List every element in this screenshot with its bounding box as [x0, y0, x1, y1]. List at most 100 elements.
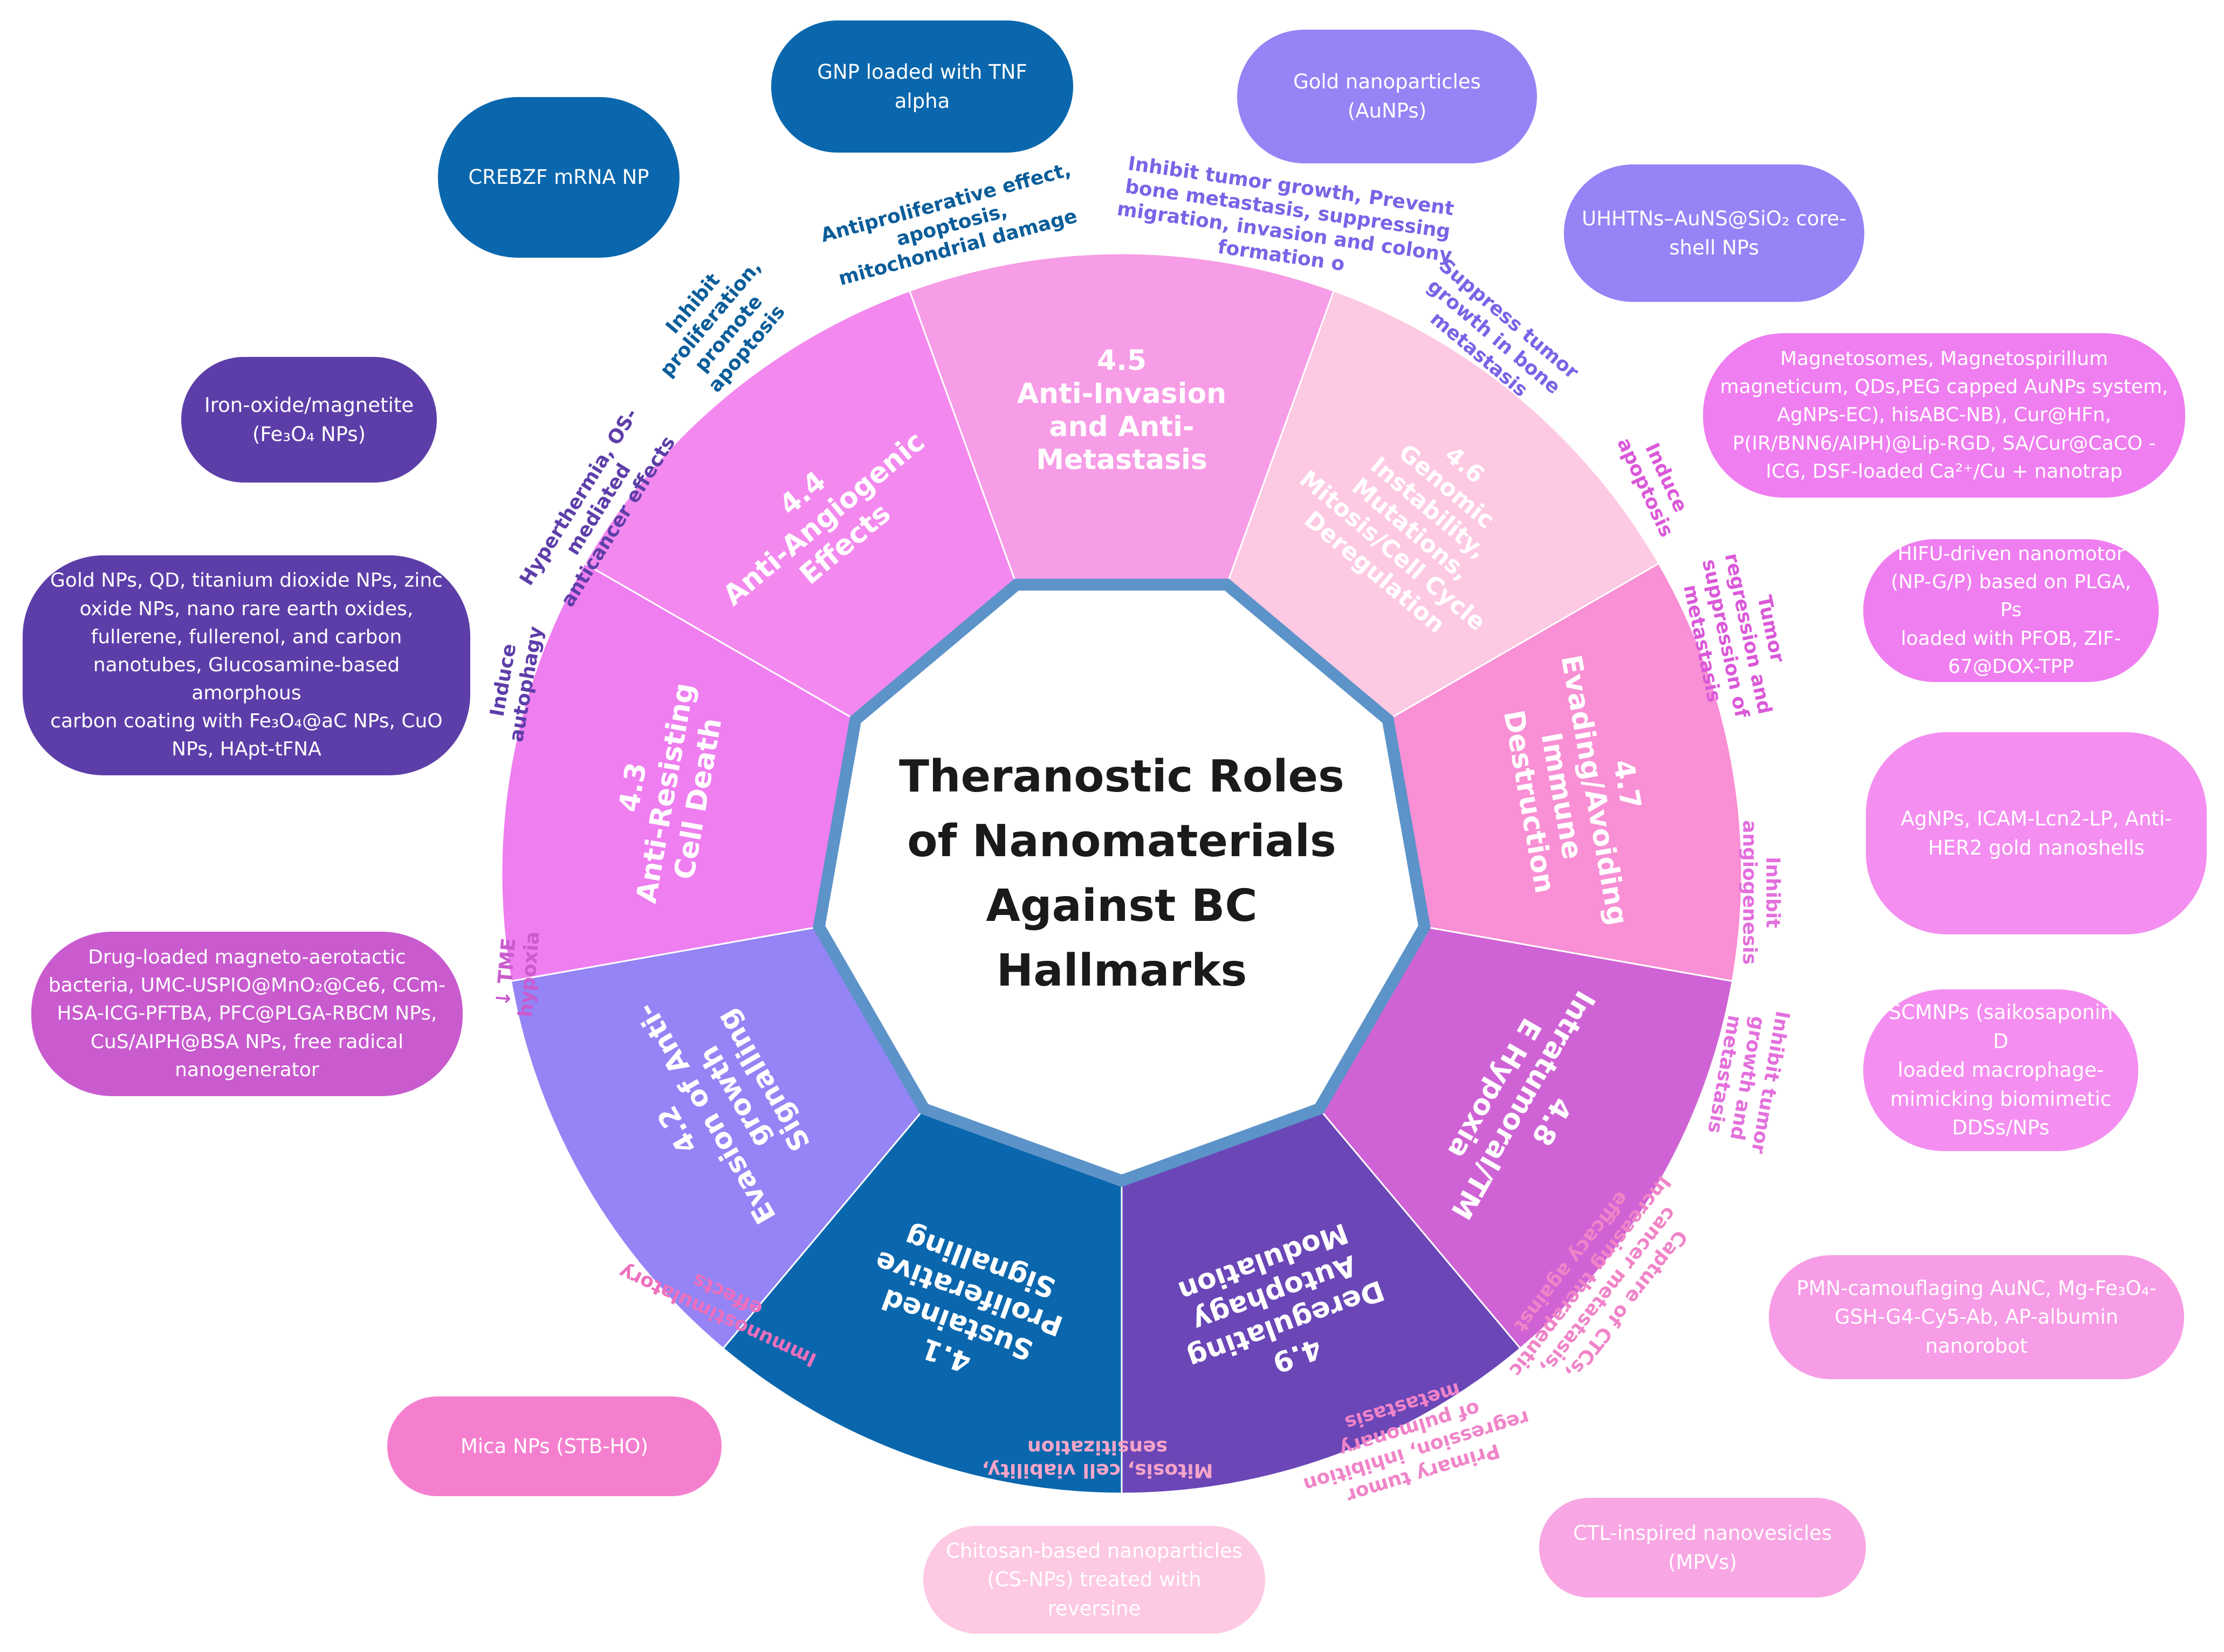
nanomaterial-line: mimicking biomimetic — [1890, 1087, 2112, 1111]
nanomaterial-line: 67@DOX-TPP — [1948, 655, 2074, 678]
nanomaterial-line: oxide NPs, nano rare earth oxides, — [79, 597, 414, 620]
nanomaterial-gold-nps-qd-titanium-dioxide-nps-zinc: Gold NPs, QD, titanium dioxide NPs, zinc… — [23, 555, 470, 775]
nanomaterial-magnetosomes-magnetospirillum: Magnetosomes, Magnetospirillum magneticum… — [1703, 333, 2185, 498]
nanomaterial-line: nanotubes, Glucosamine-based amorphous — [93, 653, 400, 705]
nanomaterial-line: HER2 gold nanoshells — [1928, 836, 2145, 859]
effect-line: sensitization — [1027, 1436, 1168, 1458]
nanomaterial-line: CREBZF mRNA NP — [468, 166, 649, 189]
hallmark-segment-4-8 — [1318, 926, 1734, 1350]
nanomaterial-line: (MPVs) — [1668, 1550, 1737, 1574]
nanomaterial-text: CTL-inspired nanovesicles (MPVs) — [1573, 1519, 1832, 1577]
nanomaterial-line: nanogenerator — [175, 1058, 319, 1081]
nanomaterial-chitosan-based-nanoparticles: Chitosan-based nanoparticles (CS-NPs) tre… — [923, 1526, 1265, 1634]
nanomaterial-gold-nanoparticles-aunps: Gold nanoparticles (AuNPs) — [1237, 30, 1537, 163]
nanomaterial-line: (Fe₃O₄ NPs) — [252, 422, 366, 446]
center-title-line: Against BC — [986, 880, 1257, 932]
nanomaterial-text: Chitosan-based nanoparticles (CS-NPs) tre… — [939, 1537, 1249, 1623]
nanomaterial-line: Chitosan-based nanoparticles — [946, 1539, 1243, 1562]
nanomaterial-line: UHHTNs–AuNS@SiO₂ core- — [1582, 206, 1847, 230]
hallmark-segment-4-9 — [1121, 1107, 1522, 1495]
nanomaterial-line: P(IR/BNN6/AIPH)@Lip-RGD, SA/Cur@CaCO - — [1732, 432, 2156, 455]
nanomaterial-line: AgNPs, ICAM-Lcn2-LP, Anti- — [1900, 807, 2172, 830]
nanomaterial-text: AgNPs, ICAM-Lcn2-LP, Anti- HER2 gold nano… — [1901, 804, 2172, 862]
nanomaterial-line: CuS/AIPH@BSA NPs, free radical — [90, 1030, 404, 1053]
hallmark-segment-4-1 — [722, 1107, 1123, 1495]
nanomaterial-pmn-camouflaging-aunc-mg-fe-o: PMN-camouflaging AuNC, Mg-Fe₃O₄- GSH-G4-C… — [1769, 1255, 2184, 1379]
nanomaterial-iron-oxide-magnetite: Iron-oxide/magnetite (Fe₃O₄ NPs) — [181, 357, 437, 483]
segment-title-line: Anti-Invasion — [1017, 378, 1226, 410]
center-title-line: Hallmarks — [997, 945, 1247, 996]
nanomaterial-drug-loaded-magneto-aerotactic: Drug-loaded magneto-aerotactic bacteria, … — [31, 932, 463, 1096]
center-title-line: Theranostic Roles — [899, 751, 1344, 802]
nanomaterial-line: DDSs/NPs — [1952, 1116, 2050, 1140]
nanomaterial-line: carbon coating with Fe₃O₄@aC NPs, CuO — [50, 710, 443, 733]
nanomaterial-line: HIFU-driven nanomotor — [1897, 543, 2125, 566]
nanomaterial-agnps-icam-lcn2-lp-anti: AgNPs, ICAM-Lcn2-LP, Anti- HER2 gold nano… — [1866, 732, 2207, 934]
effect-line: angiogenesis — [1738, 820, 1761, 965]
segment-number: 4.5 — [1097, 345, 1147, 377]
nanomaterial-text: Mica NPs (STB-HO) — [461, 1432, 648, 1461]
center-panel — [813, 579, 1431, 1187]
nanomaterial-line: Mica NPs (STB-HO) — [461, 1434, 648, 1458]
nanomaterial-line: GSH-G4-Cy5-Ab, AP-albumin nanorobot — [1834, 1305, 2119, 1358]
nanomaterial-line: Drug-loaded magneto-aerotactic — [88, 946, 406, 969]
nanomaterial-scmnps-saikosaponin-d: SCMNPs (saikosaponin D loaded macrophage-… — [1863, 989, 2138, 1151]
nanomaterial-text: Iron-oxide/magnetite (Fe₃O₄ NPs) — [204, 391, 414, 449]
hallmark-segment-4-6 — [1226, 290, 1660, 721]
nanomaterial-text: Drug-loaded magneto-aerotactic bacteria, … — [49, 944, 445, 1084]
nanomaterial-text: GNP loaded with TNF alpha — [787, 58, 1057, 115]
effect-line: Mitosis, cell viability, — [981, 1459, 1213, 1482]
nanomaterial-line: NPs, HApt-tFNA — [171, 738, 321, 761]
nanomaterial-line: Magnetosomes, Magnetospirillum — [1780, 348, 2109, 370]
nanomaterial-text: HIFU-driven nanomotor (NP-G/P) based on P… — [1879, 540, 2143, 681]
effect-label: Mitosis, cell viability,sensitization — [982, 1435, 1213, 1482]
segment-title-line: Metastasis — [1036, 444, 1207, 476]
nanomaterial-text: CREBZF mRNA NP — [468, 163, 649, 192]
hallmark-segment-4-5 — [908, 252, 1335, 586]
nanomaterial-mica-nps-stb-ho: Mica NPs (STB-HO) — [387, 1396, 722, 1496]
nanomaterial-text: SCMNPs (saikosaponin D loaded macrophage-… — [1879, 998, 2122, 1142]
nanomaterial-line: loaded macrophage- — [1897, 1058, 2104, 1082]
nanomaterial-gnp-loaded-with-tnf-alpha: GNP loaded with TNF alpha — [771, 20, 1073, 153]
nanomaterial-line: AgNPs-EC), hisABC-NB), Cur@HFn, — [1777, 404, 2111, 426]
hallmark-segment-4-3 — [500, 562, 857, 982]
nanomaterial-line: magneticum, QDs,PEG capped AuNPs system, — [1720, 376, 2168, 398]
nanomaterial-line: GNP loaded with TNF alpha — [817, 60, 1027, 113]
nanomaterial-line: loaded with PFOB, ZIF- — [1900, 627, 2122, 650]
nanomaterial-line: shell NPs — [1669, 236, 1759, 259]
segment-title-line: and Anti- — [1049, 411, 1195, 443]
nanomaterial-line: Gold nanoparticles (AuNPs) — [1293, 70, 1481, 122]
nanomaterial-line: HSA-ICG-PFTBA, PFC@PLGA-RBCM NPs, — [57, 1002, 437, 1025]
nanomaterial-text: UHHTNs–AuNS@SiO₂ core-shell NPs — [1582, 204, 1847, 262]
nanomaterial-text: PMN-camouflaging AuNC, Mg-Fe₃O₄- GSH-G4-C… — [1785, 1274, 2168, 1361]
nanomaterial-line: bacteria, UMC-USPIO@MnO₂@Ce6, CCm- — [48, 974, 446, 997]
nanomaterial-line: ICG, DSF-loaded Ca²⁺/Cu + nanotrap — [1766, 460, 2123, 483]
hallmark-segment-4-7 — [1386, 562, 1743, 982]
nanomaterial-line: (NP-G/P) based on PLGA, Ps — [1891, 571, 2131, 622]
nanomaterial-ctl-inspired-nanovesicles: CTL-inspired nanovesicles (MPVs) — [1539, 1498, 1866, 1598]
nanomaterial-line: CTL-inspired nanovesicles — [1573, 1521, 1832, 1545]
nanomaterial-text: Gold NPs, QD, titanium dioxide NPs, zinc… — [39, 567, 454, 763]
nanomaterial-crebzf-mrna-np: CREBZF mRNA NP — [438, 97, 679, 258]
effect-line: Inhibit — [1761, 857, 1784, 928]
nanomaterial-line: fullerene, fullerenol, and carbon — [91, 625, 402, 648]
nanomaterial-uhhtns-auns-sio-core: UHHTNs–AuNS@SiO₂ core-shell NPs — [1564, 164, 1864, 302]
nanomaterial-hifu-driven-nanomotor: HIFU-driven nanomotor (NP-G/P) based on P… — [1863, 539, 2159, 682]
nanomaterial-line: SCMNPs (saikosaponin D — [1888, 1000, 2113, 1053]
nanomaterial-text: Magnetosomes, Magnetospirillum magneticum… — [1720, 345, 2168, 486]
hallmark-segment-4-2 — [510, 926, 925, 1350]
center-title-line: of Nanomaterials — [907, 816, 1336, 867]
nanomaterial-text: Gold nanoparticles (AuNPs) — [1253, 67, 1521, 125]
nanomaterial-line: PMN-camouflaging AuNC, Mg-Fe₃O₄- — [1796, 1276, 2157, 1300]
nanomaterial-line: (CS-NPs) treated with reversine — [987, 1568, 1202, 1620]
nanomaterial-line: Iron-oxide/magnetite — [204, 393, 414, 417]
nanomaterial-line: Gold NPs, QD, titanium dioxide NPs, zinc — [50, 569, 443, 592]
hallmark-segment-4-4 — [584, 290, 1018, 721]
